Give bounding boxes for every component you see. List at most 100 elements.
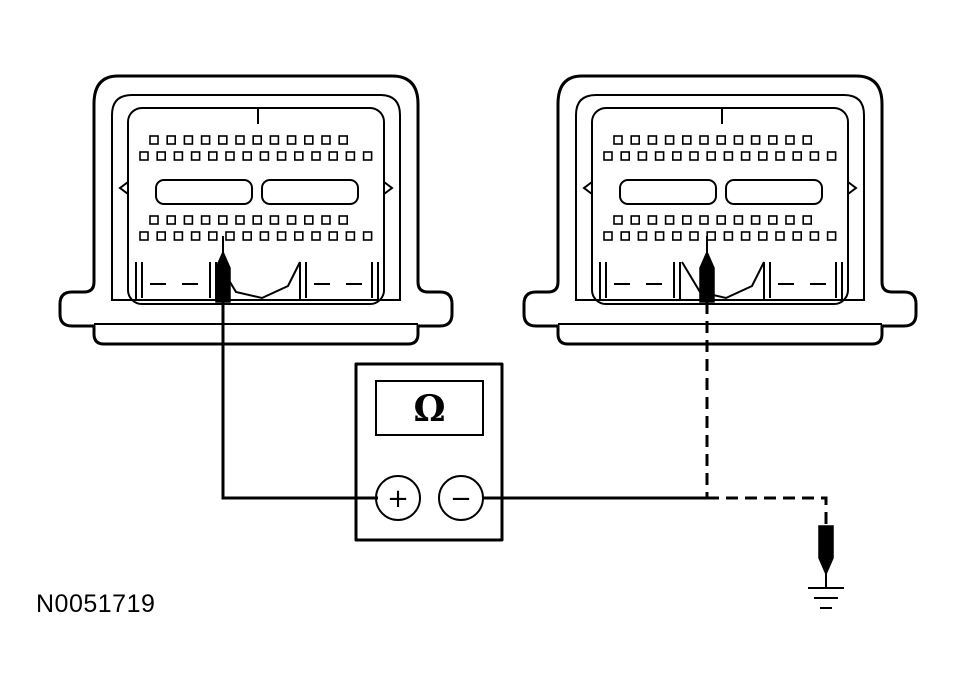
connector-pin: [767, 135, 778, 145]
connector-pin: [613, 135, 623, 145]
connector-pin: [139, 231, 149, 241]
connector-pin: [190, 151, 201, 161]
connector-pin: [362, 231, 373, 241]
connector-pin: [225, 151, 235, 161]
connector-pin: [156, 151, 166, 161]
connector-pin: [149, 135, 159, 145]
connector-pin: [785, 135, 795, 145]
connector-pin: [338, 135, 349, 145]
connector-pin: [321, 135, 331, 145]
connector-pin: [733, 215, 744, 225]
probe-ground: [818, 525, 834, 588]
connector-pin: [259, 231, 270, 241]
connector-pin: [630, 215, 641, 225]
connector-pin: [321, 215, 331, 225]
connector-pin: [603, 151, 613, 161]
connector-pin: [183, 215, 194, 225]
connector-pin: [303, 215, 314, 225]
connector-pin: [311, 231, 321, 241]
connector-pin: [173, 231, 184, 241]
connector-pin: [208, 151, 218, 161]
connector-pin: [733, 135, 744, 145]
connector-pin: [620, 231, 631, 241]
connector-pin: [637, 231, 648, 241]
meter-display: [375, 380, 484, 436]
connector-pin: [252, 135, 262, 145]
module-left: [58, 74, 454, 346]
connector-pin: [166, 135, 176, 145]
connector-pin: [757, 151, 768, 161]
connector-pin: [156, 231, 166, 241]
connector-pin: [664, 215, 675, 225]
connector-pin: [716, 135, 727, 145]
connector-pin: [647, 135, 658, 145]
probe-right: [699, 236, 715, 303]
ohm-symbol-icon: Ω: [413, 388, 445, 430]
connector-pin: [654, 231, 665, 241]
connector-pin: [328, 231, 339, 241]
connector-pin: [792, 231, 803, 241]
connector-pin: [740, 151, 751, 161]
connector-pin: [183, 135, 194, 145]
connector-pin: [259, 151, 270, 161]
positive-terminal-label: +: [387, 484, 409, 514]
connector-pin: [671, 151, 682, 161]
module-right: [522, 74, 918, 346]
connector-pin: [750, 215, 761, 225]
positive-terminal: [375, 475, 421, 521]
connector-pin: [706, 231, 717, 241]
connector-pin: [139, 151, 149, 161]
connector-pin: [345, 151, 356, 161]
connector-pin: [699, 215, 709, 225]
connector-pin: [235, 215, 245, 225]
connector-pin: [242, 231, 252, 241]
connector-pin: [681, 135, 692, 145]
connector-pin: [276, 231, 287, 241]
connector-pin: [689, 151, 699, 161]
figure-id: N0051719: [36, 590, 156, 618]
connector-pin: [166, 215, 176, 225]
connector-pin: [603, 231, 613, 241]
connector-pin: [792, 151, 803, 161]
connector-pin: [706, 151, 717, 161]
positive-lead-wire: [221, 300, 378, 500]
connector-pin: [716, 215, 727, 225]
connector-pin: [775, 231, 785, 241]
connector-pin: [802, 215, 813, 225]
connector-pin: [218, 135, 228, 145]
connector-pin: [362, 151, 373, 161]
connector-pin: [757, 231, 768, 241]
connector-pin: [149, 215, 159, 225]
connector-pin: [225, 231, 235, 241]
connector-pin: [750, 135, 761, 145]
connector-pin: [338, 215, 349, 225]
connector-pin: [809, 151, 820, 161]
connector-pin: [681, 215, 692, 225]
connector-pin: [293, 151, 304, 161]
connector-pin: [173, 151, 184, 161]
connector-pin: [303, 135, 314, 145]
connector-pin: [654, 151, 665, 161]
connector-pin: [699, 135, 709, 145]
negative-terminal-label: −: [450, 484, 472, 514]
connector-pin: [286, 135, 297, 145]
connector-pin: [826, 151, 837, 161]
connector-pin: [630, 135, 641, 145]
connector-pin: [345, 231, 356, 241]
probe-left: [215, 236, 231, 303]
connector-pin: [252, 215, 262, 225]
connector-pin: [269, 215, 280, 225]
connector-pin: [269, 135, 280, 145]
connector-pin: [620, 151, 631, 161]
connector-pin: [328, 151, 339, 161]
ground-lead-dashed: [707, 496, 828, 526]
connector-pin: [293, 231, 304, 241]
connector-pin: [235, 135, 245, 145]
connector-pin: [826, 231, 837, 241]
connector-pin: [740, 231, 751, 241]
connector-pin: [689, 231, 699, 241]
ohmmeter: Ω + −: [354, 362, 504, 542]
connector-pin: [200, 135, 211, 145]
connector-pin: [809, 231, 820, 241]
